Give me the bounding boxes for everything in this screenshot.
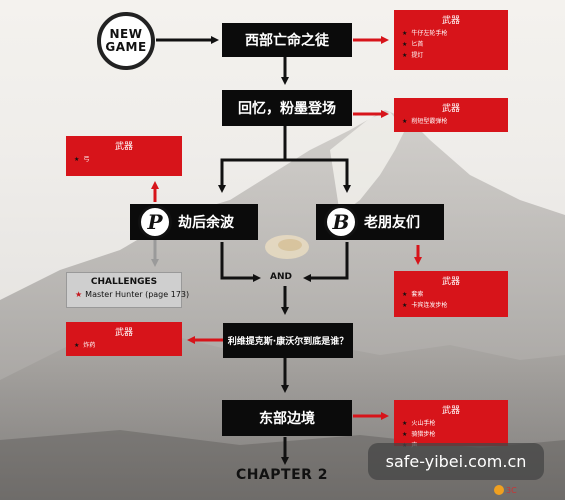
weapon-item: ★牛仔左轮手枪 bbox=[402, 28, 500, 39]
star-icon: ★ bbox=[402, 118, 408, 125]
weapon-name: 牛仔左轮手枪 bbox=[411, 30, 448, 37]
weapons-box-friends: 武器 ★套索 ★卡宾连发步枪 bbox=[394, 271, 508, 317]
challenges-box: CHALLENGES ★Master Hunter (page 173) bbox=[66, 272, 189, 308]
weapon-item: ★弓 bbox=[74, 154, 174, 165]
node-memory: 回忆，粉墨登场 bbox=[222, 90, 352, 126]
weapons-box-title: 武器 bbox=[441, 16, 460, 26]
star-icon: ★ bbox=[75, 290, 83, 299]
weapon-item: ★套索 bbox=[402, 289, 500, 300]
star-icon: ★ bbox=[74, 342, 80, 349]
star-icon: ★ bbox=[402, 41, 408, 48]
weapon-name: 骑猎步枪 bbox=[411, 431, 436, 438]
weapon-item: ★削短型霰弹枪 bbox=[402, 116, 500, 127]
weapons-box-eastern: 武器 ★火山手枪 ★骑猎步枪 ★声 bbox=[394, 400, 508, 449]
node-start-label: 西部亡命之徒 bbox=[245, 33, 329, 49]
corner-logo-text: 3C bbox=[506, 485, 517, 495]
friends-badge-icon: B bbox=[324, 205, 358, 239]
and-label: AND bbox=[270, 272, 292, 282]
logo-icon bbox=[494, 485, 504, 495]
weapon-name: 匕首 bbox=[411, 41, 424, 48]
weapon-item: ★火山手枪 bbox=[402, 418, 500, 429]
weapons-box-title: 武器 bbox=[441, 104, 460, 114]
weapons-box-title: 武器 bbox=[114, 328, 133, 338]
new-game-badge: NEW GAME bbox=[97, 12, 155, 70]
weapons-box-title: 武器 bbox=[114, 142, 133, 152]
site-watermark: safe-yibei.com.cn bbox=[368, 443, 544, 480]
arrow-friends-to-and bbox=[303, 242, 349, 282]
weapon-name: 弓 bbox=[83, 156, 90, 163]
star-icon: ★ bbox=[74, 156, 80, 163]
weapons-box-memory: 武器 ★削短型霰弹枪 bbox=[394, 98, 508, 132]
star-icon: ★ bbox=[402, 302, 408, 309]
star-icon: ★ bbox=[402, 30, 408, 37]
weapons-box-title: 武器 bbox=[441, 277, 460, 287]
arrow-aftermath-to-and bbox=[220, 242, 261, 282]
weapon-name: 套索 bbox=[411, 291, 424, 298]
watermark-text: safe-yibei.com.cn bbox=[385, 452, 527, 471]
node-who: 利维提克斯·康沃尔到底是谁？ bbox=[223, 323, 353, 358]
weapons-box-title: 武器 bbox=[441, 406, 460, 416]
weapon-name: 炸药 bbox=[83, 342, 96, 349]
weapon-name: 削短型霰弹枪 bbox=[411, 118, 448, 125]
weapon-item: ★骑猎步枪 bbox=[402, 429, 500, 440]
star-icon: ★ bbox=[402, 291, 408, 298]
weapons-list: ★套索 ★卡宾连发步枪 bbox=[402, 289, 500, 311]
new-game-line2: GAME bbox=[105, 40, 147, 54]
weapon-item: ★卡宾连发步枪 bbox=[402, 300, 500, 311]
weapons-list: ★炸药 bbox=[74, 340, 174, 351]
node-aftermath-label: 劫后余波 bbox=[178, 215, 234, 231]
node-eastern: 东部边境 bbox=[222, 400, 352, 436]
node-start: 西部亡命之徒 bbox=[222, 23, 352, 57]
star-icon: ★ bbox=[402, 420, 408, 427]
weapon-name: 卡宾连发步枪 bbox=[411, 302, 448, 309]
weapons-box-start: 武器 ★牛仔左轮手枪 ★匕首 ★提灯 bbox=[394, 10, 508, 70]
node-friends-label: 老朋友们 bbox=[364, 215, 420, 231]
weapons-list: ★牛仔左轮手枪 ★匕首 ★提灯 bbox=[402, 28, 500, 61]
challenges-title: CHALLENGES bbox=[90, 277, 158, 287]
challenge-item: ★Master Hunter (page 173) bbox=[75, 290, 189, 299]
new-game-line1: NEW bbox=[109, 27, 143, 41]
weapon-item: ★匕首 bbox=[402, 39, 500, 50]
weapon-name: 火山手枪 bbox=[411, 420, 436, 427]
node-memory-label: 回忆，粉墨登场 bbox=[238, 101, 336, 117]
weapons-list: ★削短型霰弹枪 bbox=[402, 116, 500, 127]
weapons-box-aftermath: 武器 ★弓 bbox=[66, 136, 182, 176]
challenge-name: Master Hunter (page 173) bbox=[85, 290, 190, 299]
friends-badge-letter: B bbox=[332, 210, 350, 234]
corner-logo: 3C bbox=[494, 482, 562, 498]
weapons-list: ★弓 bbox=[74, 154, 174, 165]
arrow-memory-to-friends bbox=[285, 158, 351, 193]
chapter-end-label: CHAPTER 2 bbox=[235, 467, 329, 483]
arrow-memory-to-aftermath bbox=[218, 126, 287, 193]
weapon-item: ★提灯 bbox=[402, 50, 500, 61]
aftermath-badge-icon: P bbox=[138, 205, 172, 239]
node-who-label: 利维提克斯·康沃尔到底是谁？ bbox=[227, 337, 349, 347]
aftermath-badge-letter: P bbox=[147, 210, 163, 234]
node-eastern-label: 东部边境 bbox=[259, 411, 315, 427]
weapon-name: 提灯 bbox=[411, 52, 424, 59]
weapon-item: ★炸药 bbox=[74, 340, 174, 351]
star-icon: ★ bbox=[402, 52, 408, 59]
star-icon: ★ bbox=[402, 431, 408, 438]
weapons-box-who: 武器 ★炸药 bbox=[66, 322, 182, 356]
